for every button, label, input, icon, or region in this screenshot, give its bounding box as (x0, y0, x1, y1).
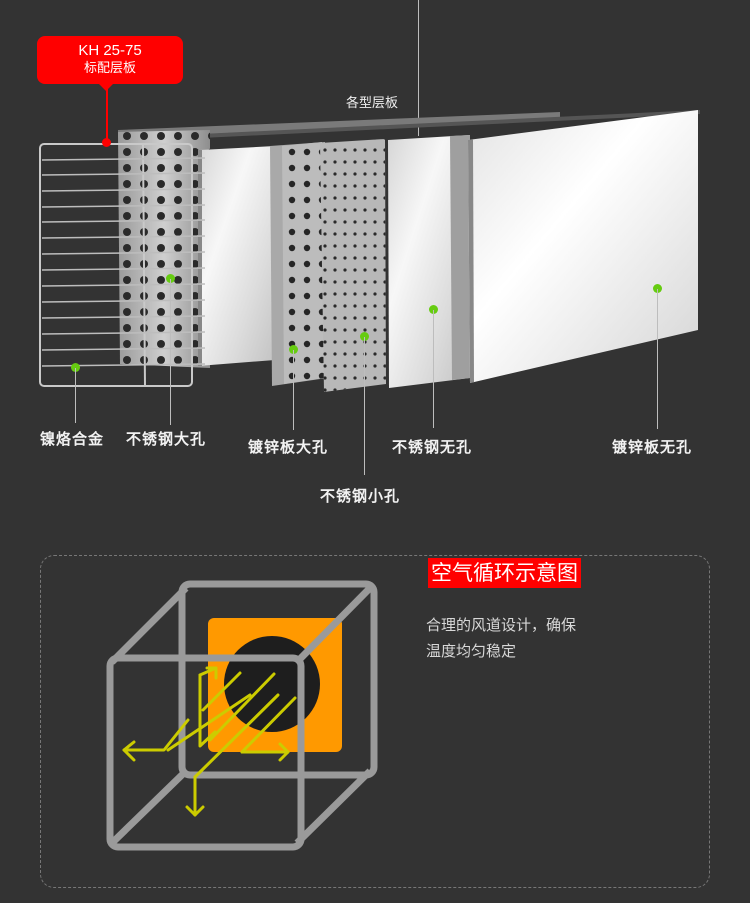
callout-marker-dot (102, 138, 111, 147)
airflow-cube-diagram (106, 580, 378, 851)
header-label: 各型层板 (346, 96, 399, 111)
marker-dot-nickel-alloy (71, 363, 80, 372)
callout-pointer (98, 83, 114, 91)
airflow-title: 空气循环示意图 (428, 558, 581, 588)
leader-line-stainless-solid (433, 310, 434, 428)
label-stainless-small-holes: 不锈钢小孔 (320, 487, 401, 505)
label-nickel-alloy: 镍烙合金 (40, 430, 105, 448)
leader-line-stainless-small (364, 337, 365, 475)
leader-line-stainless-large (170, 279, 171, 425)
airflow-panel (40, 555, 710, 888)
model-subtitle: 标配层板 (83, 61, 136, 76)
callout-leader-line (106, 88, 108, 142)
marker-dot-stainless-large (166, 274, 175, 283)
airflow-description-line-2: 温度均匀稳定 (426, 642, 517, 660)
marker-dot-galvanized-large (289, 345, 298, 354)
marker-dot-stainless-solid (429, 305, 438, 314)
model-number: KH 25-75 (78, 42, 142, 59)
model-callout: KH 25-75 标配层板 (37, 36, 183, 84)
label-stainless-solid: 不锈钢无孔 (392, 438, 473, 456)
airflow-description-line-1: 合理的风道设计，确保 (426, 616, 577, 634)
header-leader-line (418, 0, 419, 136)
label-stainless-large-holes: 不锈钢大孔 (126, 430, 207, 448)
label-galvanized-solid: 镀锌板无孔 (612, 438, 693, 456)
marker-dot-stainless-small (360, 332, 369, 341)
airflow-description: 合理的风道设计，确保 温度均匀稳定 (426, 612, 626, 664)
label-galvanized-large-holes: 镀锌板大孔 (248, 438, 329, 456)
leader-line-galvanized-solid (657, 289, 658, 429)
shelves-illustration (39, 110, 700, 392)
marker-dot-galvanized-solid (653, 284, 662, 293)
leader-line-nickel-alloy (75, 368, 76, 423)
leader-line-galvanized-large (293, 350, 294, 430)
